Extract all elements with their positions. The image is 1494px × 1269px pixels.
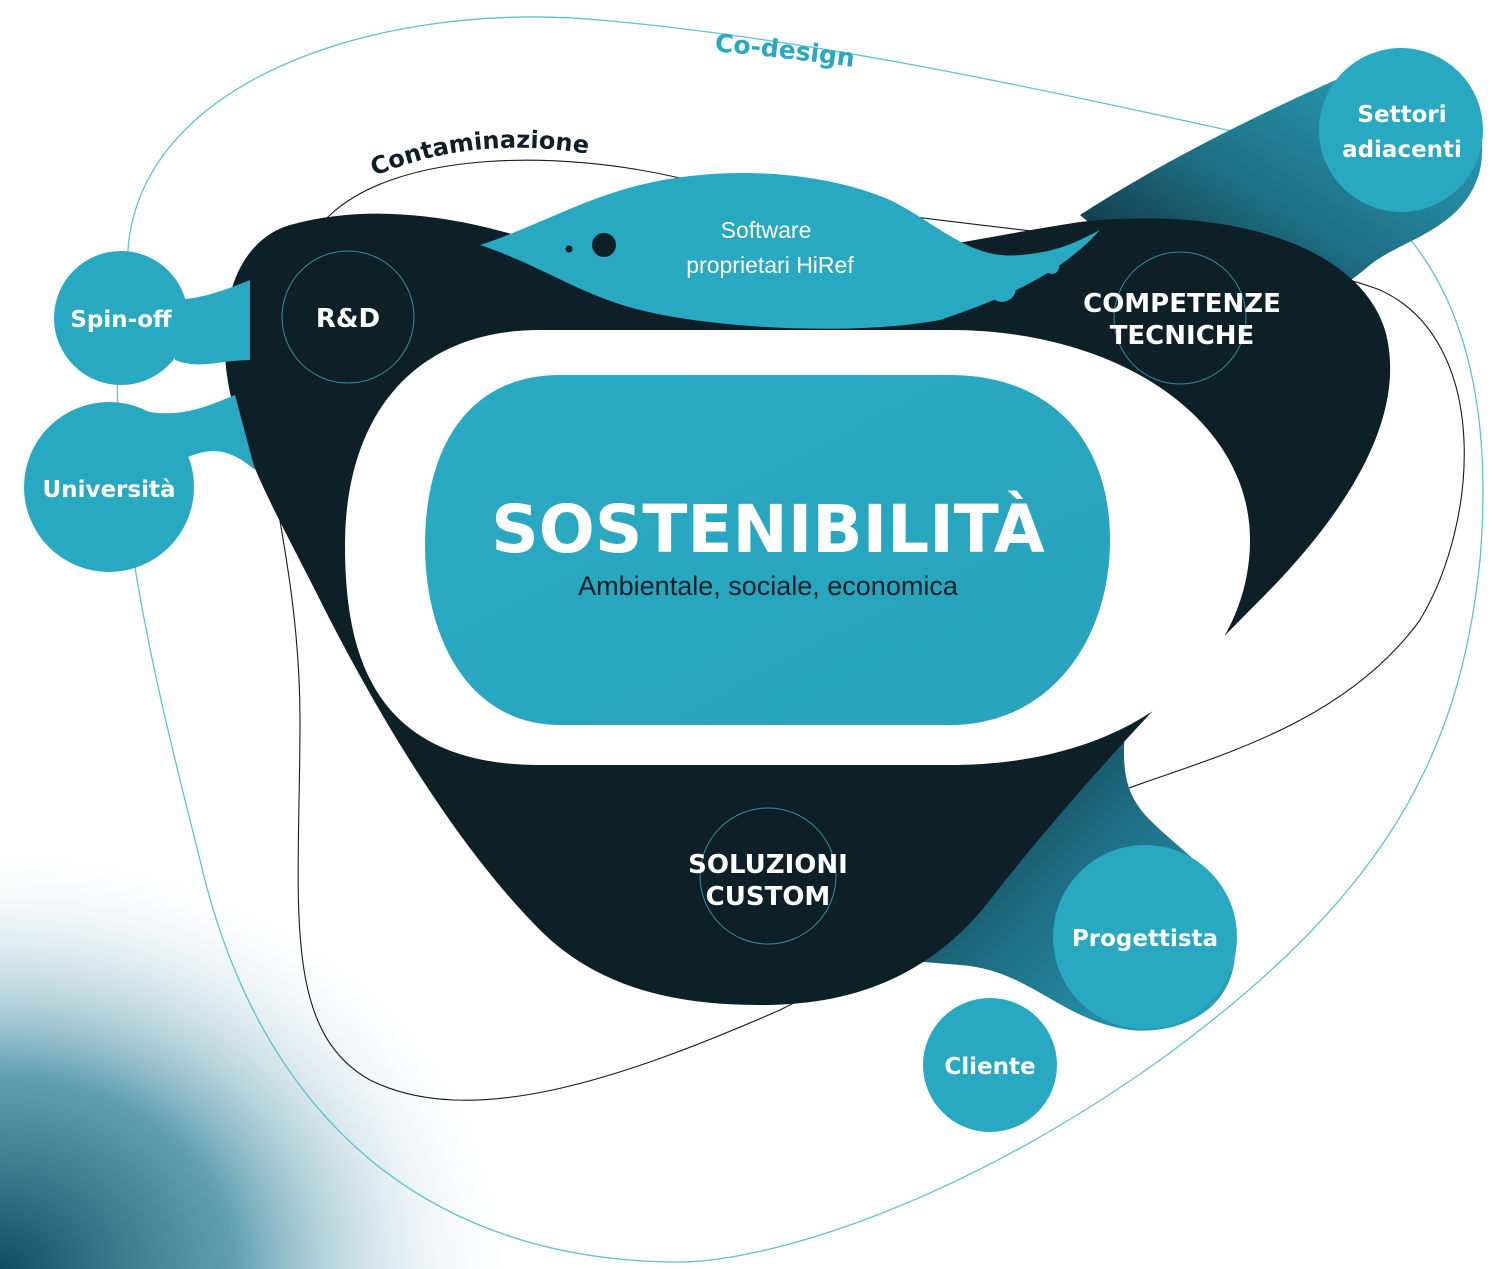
codesign-loop — [116, 16, 1484, 1263]
codesign-label: Co-design — [714, 28, 857, 73]
software-blob — [480, 173, 1100, 329]
software-label-line1: Software — [721, 217, 812, 243]
sostenibilita-title: SOSTENIBILITÀ — [491, 490, 1045, 568]
spinoff-label: Spin-off — [70, 307, 172, 333]
settori-label-line2: adiacenti — [1342, 137, 1462, 163]
dot-small-dark — [565, 245, 573, 253]
dot-large-teal — [988, 274, 1016, 302]
dot-large-dark — [592, 233, 616, 257]
rd-label: R&D — [316, 304, 380, 334]
settori-circle — [1319, 48, 1483, 212]
contaminazione-label: Contaminazione — [366, 126, 591, 182]
dot-small-teal — [1045, 260, 1059, 274]
soluzioni-ring — [699, 807, 837, 945]
settori-label-line1: Settori — [1357, 102, 1446, 128]
corner-gradient — [0, 840, 520, 1269]
soluzioni-label-line1: SOLUZIONI — [688, 850, 848, 880]
competenze-label-line1: COMPETENZE — [1083, 289, 1281, 319]
spinoff-circle — [54, 251, 188, 385]
competenze-label-line2: TECNICHE — [1110, 321, 1255, 351]
cliente-circle — [923, 998, 1057, 1132]
spinoff-bridge — [170, 280, 250, 365]
sostenibilita-subtitle: Ambientale, sociale, economica — [578, 571, 959, 601]
progettista-label: Progettista — [1072, 926, 1218, 952]
software-label-line2: proprietari HiRef — [686, 252, 854, 278]
center-pill — [425, 375, 1110, 725]
universita-label: Università — [43, 477, 176, 503]
rd-ring — [281, 250, 415, 384]
cliente-label: Cliente — [944, 1054, 1035, 1080]
competenze-ring — [1113, 251, 1247, 385]
progettista-circle — [1053, 845, 1237, 1029]
universita-circle — [24, 402, 194, 572]
soluzioni-label-line2: CUSTOM — [706, 882, 831, 912]
